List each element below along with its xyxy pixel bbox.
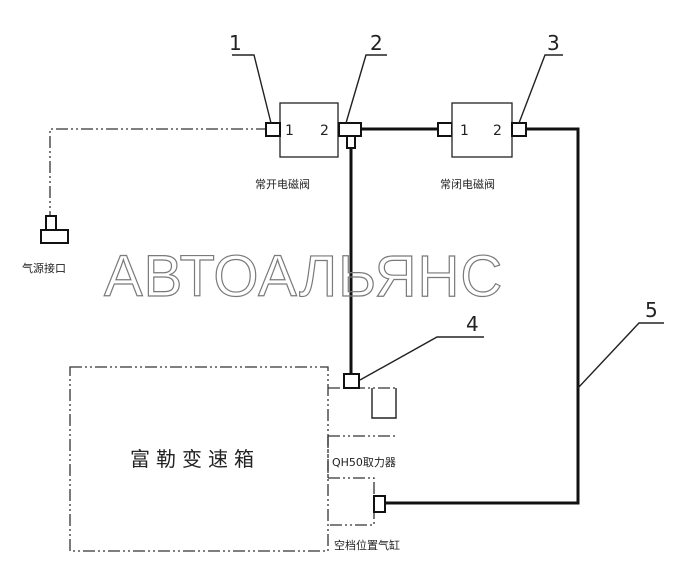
air-source-connector-icon bbox=[40, 215, 69, 244]
closed-valve-inlet-fitting bbox=[437, 122, 453, 137]
air-source-label: 气源接口 bbox=[22, 261, 66, 275]
valve-closed-label: 常闭电磁阀 bbox=[440, 177, 495, 191]
tee-fitting-2 bbox=[338, 122, 362, 149]
fuller-gearbox-outline bbox=[69, 366, 329, 552]
valve-closed-port-1: 1 bbox=[460, 123, 469, 139]
neutral-cylinder-fitting bbox=[373, 495, 386, 513]
callout-1: 1 bbox=[229, 31, 242, 55]
normally-open-valve bbox=[279, 102, 339, 158]
watermark: АВТОАЛЬЯНС bbox=[104, 244, 503, 309]
pto-label: QH50取力器 bbox=[332, 456, 396, 469]
callout-3: 3 bbox=[547, 31, 560, 55]
air-supply-line bbox=[49, 128, 268, 216]
callout-1-leader bbox=[232, 54, 272, 124]
callout-5-leader bbox=[577, 322, 664, 389]
valve-open-label: 常开电磁阀 bbox=[255, 177, 310, 191]
valve-open-port-1: 1 bbox=[285, 123, 294, 139]
callout-2-leader bbox=[345, 54, 387, 124]
pto-fitting-4 bbox=[343, 373, 360, 389]
outlet-fitting-3 bbox=[511, 122, 527, 137]
pto-assembly bbox=[327, 387, 397, 478]
callout-2: 2 bbox=[370, 31, 383, 55]
callout-5: 5 bbox=[645, 298, 658, 322]
callout-4: 4 bbox=[466, 312, 479, 336]
callout-3-leader bbox=[518, 54, 563, 124]
callout-4-leader bbox=[359, 336, 484, 381]
normally-closed-valve bbox=[451, 102, 513, 158]
neutral-cylinder bbox=[328, 477, 375, 526]
line-5-return bbox=[385, 127, 580, 505]
gearbox-label: 富勒变速箱 bbox=[130, 447, 260, 471]
neutral-cylinder-label: 空档位置气缸 bbox=[334, 538, 400, 552]
valve-closed-port-2: 2 bbox=[493, 123, 502, 139]
valve-open-port-2: 2 bbox=[320, 123, 329, 139]
inlet-fitting-1 bbox=[265, 122, 281, 137]
